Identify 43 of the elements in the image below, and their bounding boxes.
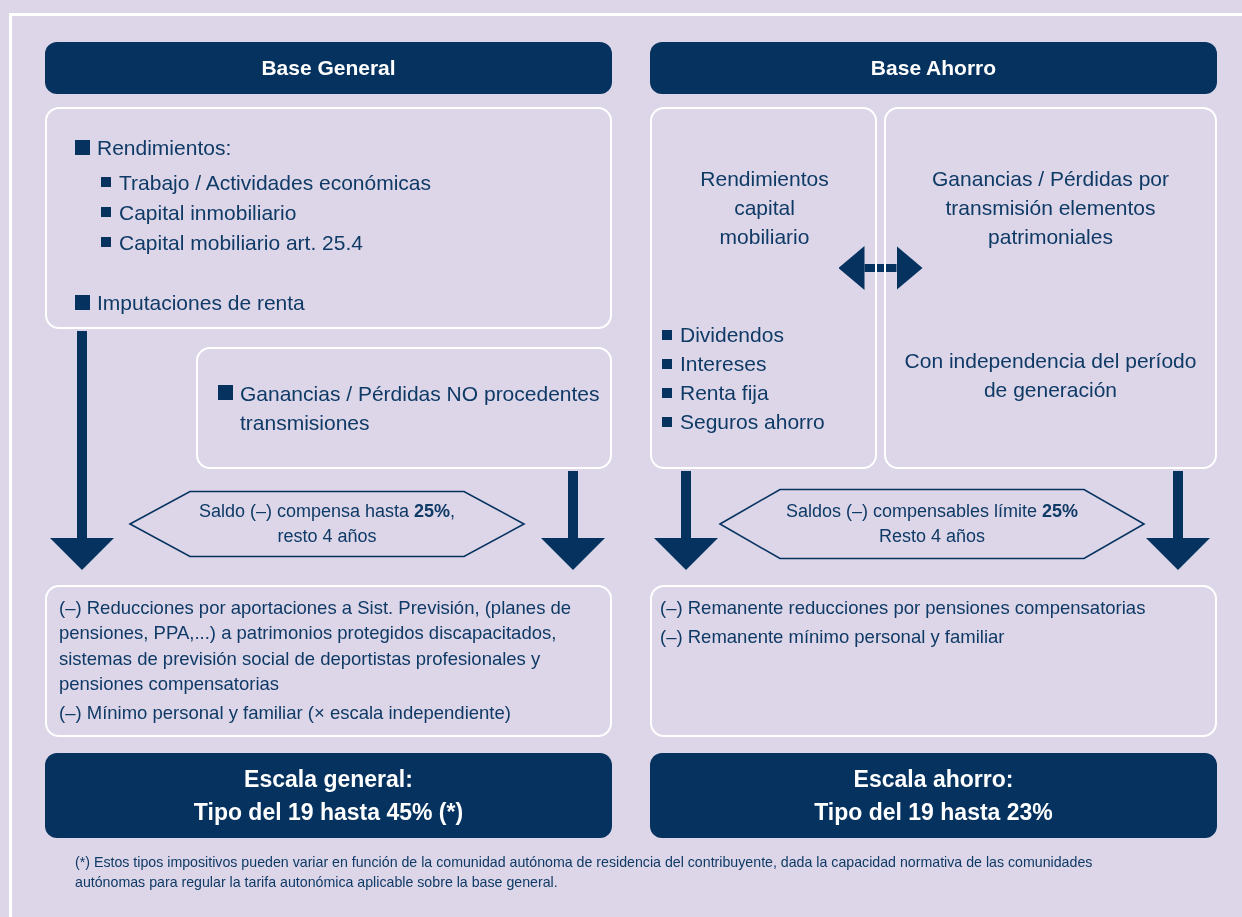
body-text: (–) Remanente mínimo personal y familiar [660,625,1006,650]
body-text: Capital inmobiliario [75,198,590,229]
arrow [654,471,718,570]
body-text: Con independencia del período de generación [903,348,1198,404]
body-text: Ganancias / Pérdidas por transmisión elementos patrimoniales [931,166,1170,250]
body-text: Rendimientos capital mobiliario [699,166,830,250]
heading-text: Tipo del 19 hasta 23% [814,797,1053,827]
content-box [650,107,877,469]
footnote-text: (*) Estos tipos impositivos pueden variar en función de la comunidad autónoma de residencia del contribuyente, dada la capacidad normativa de las comunidades autónomas para regular la tarifa autonómica aplicable sobre la base general. [75,853,1094,892]
body-text: Dividendos [662,321,867,351]
heading-text: Escala ahorro: [853,765,1014,795]
note-hexagon [128,490,526,558]
body-text: Trabajo / Actividades económicas [75,168,590,199]
result-box [45,753,612,838]
content-box [45,585,612,737]
double-arrow [838,246,923,290]
body-text: Seguros ahorro [662,408,867,437]
heading-text: Tipo del 19 hasta 45% (*) [193,797,464,827]
heading-text: Escala general: [244,765,413,795]
body-text: Capital mobiliario art. 25.4 [75,228,590,259]
section-header [650,42,1217,94]
body-text: Imputaciones de renta [75,288,590,318]
heading-text: Base Ahorro [870,55,997,82]
content-box [196,347,612,469]
section-header [45,42,612,94]
arrow [541,471,605,570]
body-text: Ganancias / Pérdidas NO procedentes transmisiones [218,378,600,438]
body-text: Saldos (–) compensables límite 25% Resto 4 años [784,499,1080,548]
body-text: Saldo (–) compensa hasta 25%, resto 4 años [197,499,457,548]
body-text: Intereses [662,350,867,380]
body-text: (–) Reducciones por aportaciones a Sist. Previsión, (planes de pensiones, PPA,...) a patrimonios protegidos discapacitados, sistemas de previsión social de deportistas profesionales y pensiones compensatorias [59,596,573,697]
result-box [650,753,1217,838]
heading-text: Base General [261,55,396,82]
content-box [884,107,1217,469]
arrow [50,331,114,570]
body-text: Renta fija [662,379,867,409]
arrow [1146,471,1210,570]
content-box [45,107,612,329]
note-hexagon [718,488,1146,560]
body-text: (–) Remanente reducciones por pensiones compensatorias [660,596,1147,620]
content-box [650,585,1217,737]
body-text: Rendimientos: [75,133,590,163]
body-text: (–) Mínimo personal y familiar (× escala independiente) [59,701,512,726]
